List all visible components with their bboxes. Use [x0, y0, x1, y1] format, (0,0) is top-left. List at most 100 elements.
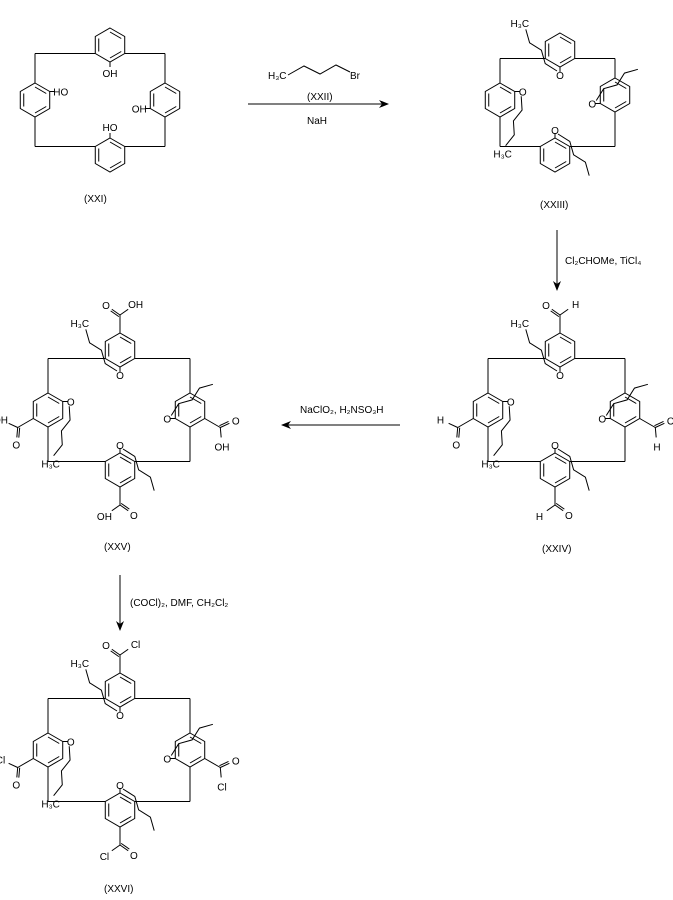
hydrogen-label: H: [572, 300, 579, 311]
aromatic-double-bond: [189, 396, 202, 404]
aromatic-double-bond: [47, 756, 60, 764]
benzene-ring: [94, 27, 126, 63]
carbonyl-bond: [119, 844, 129, 852]
aromatic-double-bond: [119, 796, 132, 804]
aromatic-double-bond: [119, 356, 132, 364]
benzene-ring: [104, 452, 136, 488]
butyl-chain: [525, 329, 558, 372]
benzene-ring: [609, 392, 641, 428]
aromatic-double-bond: [119, 336, 132, 344]
carbonyl-bond: [550, 310, 560, 318]
compound-label-xxiv: (XXIV): [542, 544, 571, 555]
methyl-label: H₃C: [71, 319, 90, 330]
oxygen-label: O: [102, 301, 110, 312]
benzene-ring: [104, 792, 136, 828]
aromatic-double-bond: [554, 476, 567, 484]
carbonyl-bond: [219, 761, 229, 767]
hydroxyl-label: OH: [132, 105, 147, 116]
aromatic-double-bond: [559, 336, 572, 344]
substituent-bond: [119, 308, 129, 316]
benzene-ring: [149, 82, 181, 118]
benzene-ring: [174, 732, 206, 768]
oxygen-label: O: [452, 440, 460, 451]
butyl-chain: [170, 383, 214, 416]
ether-oxygen-label: O: [556, 71, 564, 82]
aromatic-double-bond: [554, 161, 567, 169]
hydroxyl-label: OH: [103, 69, 118, 80]
carbonyl-bond: [456, 427, 459, 438]
reagent-step2: Cl₂CHOMe, TiCl₄: [565, 256, 641, 267]
substituent-bond: [457, 418, 474, 428]
aromatic-double-bond: [164, 86, 177, 94]
hydroxyl-label: OH: [214, 442, 229, 453]
hydroxyl-label: OH: [97, 512, 112, 523]
oxygen-label: O: [130, 851, 138, 862]
ether-oxygen-label: O: [163, 755, 171, 766]
carbonyl-bond: [16, 767, 19, 778]
carbonyl-bond: [120, 842, 130, 850]
substituent-bond: [448, 422, 458, 428]
methyl-label: H₃C: [41, 459, 60, 470]
substituent-bond: [17, 418, 34, 428]
ether-oxygen-label: O: [551, 126, 559, 137]
benzene-ring: [544, 32, 576, 68]
aromatic-double-bond: [614, 101, 627, 109]
carbonyl-bond: [654, 421, 664, 427]
carbonyl-bond: [110, 650, 120, 658]
substituent-bond: [8, 762, 18, 768]
hydroxyl-label: OH: [128, 300, 143, 311]
oxygen-label: O: [232, 756, 240, 767]
aromatic-double-bond: [559, 356, 572, 364]
substituent-bond: [559, 308, 569, 316]
aromatic-double-bond: [499, 86, 512, 94]
aromatic-double-bond: [47, 736, 60, 744]
oxygen-label: O: [667, 416, 673, 427]
carbonyl-bond: [16, 427, 19, 438]
aromatic-double-bond: [189, 416, 202, 424]
butyl-chain: [605, 383, 649, 416]
hydroxyl-label: HO: [103, 123, 118, 134]
ether-oxygen-label: O: [598, 415, 606, 426]
aromatic-double-bond: [109, 31, 122, 39]
carbonyl-bond: [120, 502, 130, 510]
bromine-label: Br: [350, 71, 361, 82]
chlorine-label: Cl: [100, 852, 109, 863]
benzene-ring: [599, 77, 631, 113]
aromatic-double-bond: [614, 81, 627, 89]
ether-oxygen-label: O: [67, 738, 75, 749]
compound-xxvi: OH₃COH₃COOOClOClOClOCl: [0, 640, 240, 863]
ether-oxygen-label: O: [556, 371, 564, 382]
aromatic-double-bond: [189, 736, 202, 744]
compound-label-xxii: (XXII): [307, 92, 333, 103]
methyl-label: H₃C: [481, 459, 500, 470]
oxygen-label: O: [130, 511, 138, 522]
carbonyl-bond: [111, 648, 121, 656]
aromatic-double-bond: [624, 396, 637, 404]
butyl-chain: [122, 788, 155, 831]
substituent-bond: [8, 422, 18, 428]
aromatic-double-bond: [119, 476, 132, 484]
carbonyl-bond: [119, 504, 129, 512]
substituent-bond: [204, 758, 221, 768]
substituent-bond: [219, 767, 222, 778]
substituent-bond: [119, 648, 129, 656]
carbonyl-bond: [110, 310, 120, 318]
benzene-ring: [32, 392, 64, 428]
aromatic-double-bond: [487, 416, 500, 424]
aromatic-double-bond: [109, 141, 122, 149]
carbonyl-bond: [554, 504, 564, 512]
oxygen-label: O: [12, 440, 20, 451]
ether-oxygen-label: O: [507, 398, 515, 409]
chlorine-label: Cl: [217, 782, 226, 793]
hydrogen-label: H: [437, 415, 444, 426]
benzene-ring: [19, 82, 51, 118]
ether-oxygen-label: O: [519, 88, 527, 99]
carbonyl-bond: [18, 427, 21, 438]
aromatic-double-bond: [624, 416, 637, 424]
butyl-chain: [85, 669, 118, 712]
aromatic-double-bond: [119, 456, 132, 464]
aromatic-double-bond: [109, 51, 122, 59]
aromatic-double-bond: [119, 816, 132, 824]
